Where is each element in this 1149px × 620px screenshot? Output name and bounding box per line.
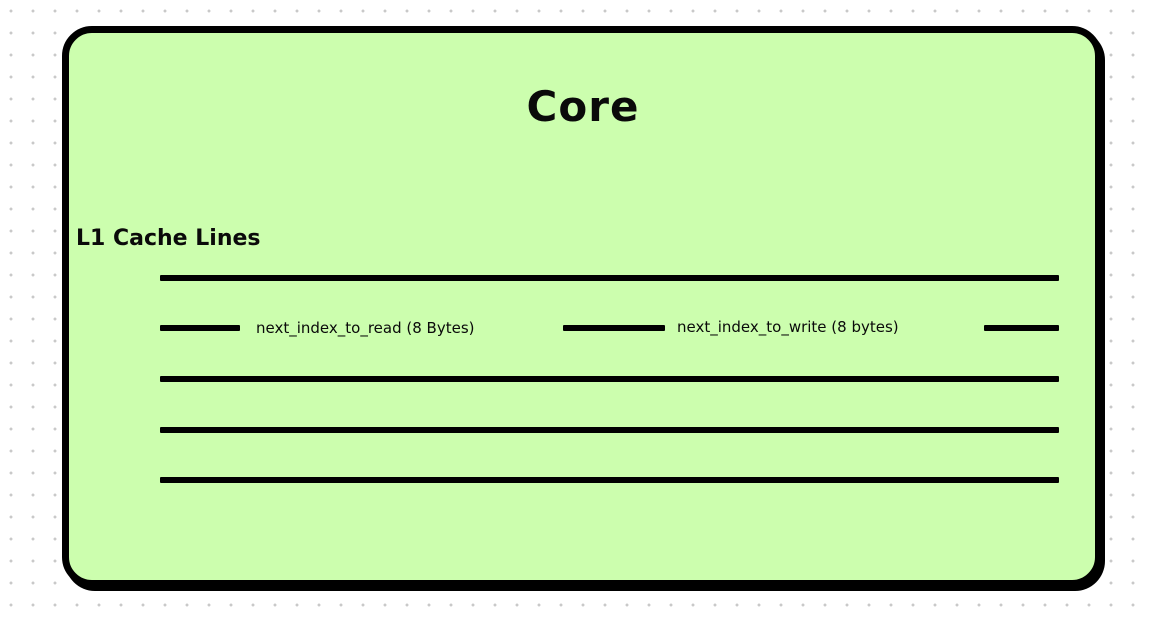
core-title: Core	[526, 82, 640, 131]
core-box	[62, 26, 1102, 587]
next-index-to-read-label: next_index_to_read (8 Bytes)	[256, 319, 475, 337]
cache-line-5	[160, 477, 1059, 483]
l1-cache-lines-label: L1 Cache Lines	[76, 226, 261, 251]
cache-line-3	[160, 376, 1059, 382]
cache-line-2-left-segment	[160, 325, 240, 331]
next-index-to-write-label: next_index_to_write (8 bytes)	[677, 318, 899, 336]
cache-line-4	[160, 427, 1059, 433]
cache-line-2-right-segment	[984, 325, 1059, 331]
cache-line-2-middle-segment	[563, 325, 665, 331]
cache-line-1	[160, 275, 1059, 281]
